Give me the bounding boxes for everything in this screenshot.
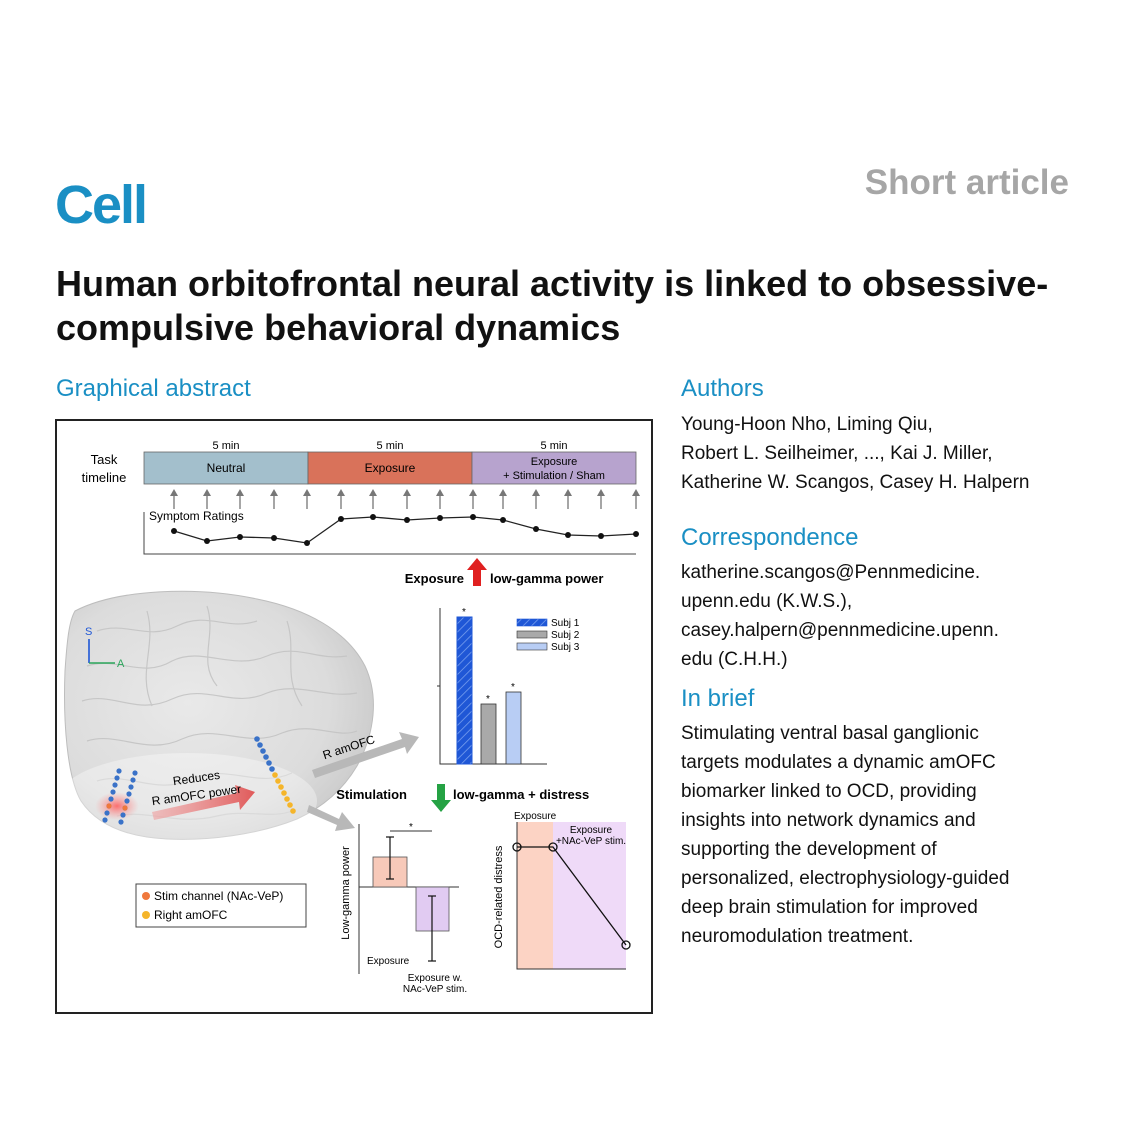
stim-glow bbox=[95, 792, 139, 820]
correspondence-line[interactable]: katherine.scangos@Pennmedicine. bbox=[681, 562, 981, 583]
distress-label-1: Exposure bbox=[514, 811, 557, 822]
authors-heading: Authors bbox=[681, 375, 764, 402]
stim-panel-title-right: low-gamma + distress bbox=[453, 787, 589, 802]
authors-line: Katherine W. Scangos, Casey H. Halpern bbox=[681, 472, 1030, 493]
in-brief-line: Stimulating ventral basal ganglionic bbox=[681, 723, 979, 744]
distress-point-1 bbox=[512, 842, 522, 852]
graphical-abstract-figure: Task timeline 5 min 5 min 5 min Neutral … bbox=[55, 419, 653, 1014]
distress-line bbox=[517, 846, 627, 946]
stim-bar-sig: * bbox=[409, 822, 413, 833]
timeline-label-2: timeline bbox=[82, 470, 127, 485]
legend-subj1-swatch bbox=[516, 618, 548, 627]
article-title: Human orbitofrontal neural activity is l… bbox=[56, 263, 1049, 348]
amofc-arrow-down bbox=[307, 805, 355, 831]
brain-cut-region bbox=[57, 753, 317, 849]
bar-subj1-sig: * bbox=[462, 607, 466, 618]
legend-amofc-dot bbox=[142, 911, 150, 919]
legend-subj2-label: Subj 2 bbox=[551, 630, 580, 641]
bar-subj2-sig: * bbox=[486, 694, 490, 705]
distress-axes bbox=[516, 822, 626, 970]
bar-subj3 bbox=[505, 691, 522, 765]
in-brief-heading: In brief bbox=[681, 685, 755, 712]
brain-gyri bbox=[81, 605, 358, 820]
legend-subj2-swatch bbox=[516, 630, 548, 639]
legend-subj3-label: Subj 3 bbox=[551, 642, 580, 653]
reduces-label-1: Reduces bbox=[172, 768, 221, 788]
legend-subj3-swatch bbox=[516, 642, 548, 651]
segment-label-exposure: Exposure bbox=[365, 461, 416, 475]
bar-subj2 bbox=[480, 703, 497, 765]
stim-bar-ylabel: Low-gamma power bbox=[340, 846, 352, 940]
symptom-rating-points bbox=[171, 514, 639, 546]
legend-subj1-label: Subj 1 bbox=[551, 618, 580, 629]
rating-arrows bbox=[170, 489, 640, 509]
in-brief-line: insights into network dynamics and bbox=[681, 810, 976, 831]
symptom-rating-axis bbox=[143, 512, 636, 555]
exposure-panel-title-right: low-gamma power bbox=[490, 571, 603, 586]
journal-logo: Cell bbox=[55, 175, 148, 235]
green-down-arrow-icon bbox=[431, 784, 451, 812]
segment-label-exposure-stim-2: + Stimulation / Sham bbox=[503, 470, 605, 482]
in-brief-line: neuromodulation treatment. bbox=[681, 926, 914, 947]
reduces-arrow bbox=[152, 785, 255, 820]
distress-exposure-region bbox=[517, 822, 553, 969]
brain-rendering bbox=[64, 590, 374, 840]
segment-duration-3: 5 min bbox=[541, 440, 568, 452]
distress-label-2b: +NAc-VeP stim. bbox=[556, 836, 626, 847]
stim-bar-label-1: Exposure bbox=[367, 956, 410, 967]
brain-legend-box bbox=[135, 883, 307, 928]
in-brief-line: supporting the development of bbox=[681, 839, 937, 860]
segment-duration-2: 5 min bbox=[377, 440, 404, 452]
stim-electrodes bbox=[102, 768, 138, 825]
exposure-panel-title-left: Exposure bbox=[405, 571, 464, 586]
segment-label-exposure-stim-1: Exposure bbox=[531, 456, 577, 468]
graphical-abstract-heading: Graphical abstract bbox=[56, 375, 251, 402]
distress-point-3 bbox=[621, 940, 631, 950]
stim-panel-title-left: Stimulation bbox=[336, 787, 407, 802]
legend-amofc-label: Right amOFC bbox=[154, 908, 228, 922]
red-up-arrow-icon bbox=[467, 558, 487, 586]
authors-line: Young-Hoon Nho, Liming Qiu, bbox=[681, 414, 933, 435]
legend-stim-label: Stim channel (NAc-VeP) bbox=[154, 889, 283, 903]
authors-list: Young-Hoon Nho, Liming Qiu, Robert L. Se… bbox=[681, 410, 1101, 497]
bar-subj1 bbox=[456, 616, 473, 765]
correspondence-heading: Correspondence bbox=[681, 524, 859, 551]
amofc-electrode bbox=[254, 736, 296, 814]
segment-duration-1: 5 min bbox=[213, 440, 240, 452]
in-brief-line: deep brain stimulation for improved bbox=[681, 897, 978, 918]
symptom-ratings-label: Symptom Ratings bbox=[149, 509, 244, 523]
timeline-segment-neutral bbox=[143, 451, 309, 485]
correspondence-emails[interactable]: katherine.scangos@Pennmedicine. upenn.ed… bbox=[681, 558, 1101, 674]
in-brief-text: Stimulating ventral basal ganglionic tar… bbox=[681, 719, 1091, 951]
stim-bar-label-2b: NAc-VeP stim. bbox=[403, 984, 467, 995]
timeline-segment-exposure-stim bbox=[471, 451, 637, 485]
timeline-segment-exposure bbox=[307, 451, 473, 485]
correspondence-line[interactable]: casey.halpern@pennmedicine.upenn. bbox=[681, 620, 999, 641]
distress-ylabel: OCD-related distress bbox=[493, 845, 505, 948]
correspondence-line[interactable]: edu (C.H.H.) bbox=[681, 649, 788, 670]
axis-s-label: S bbox=[85, 626, 92, 638]
timeline-label-1: Task bbox=[91, 452, 118, 467]
amofc-arrow-up bbox=[312, 732, 419, 778]
authors-line: Robert L. Seilheimer, ..., Kai J. Miller… bbox=[681, 443, 993, 464]
distress-point-2 bbox=[548, 842, 558, 852]
axis-a-label: A bbox=[117, 658, 125, 670]
distress-label-2a: Exposure bbox=[570, 825, 613, 836]
correspondence-line[interactable]: upenn.edu (K.W.S.), bbox=[681, 591, 853, 612]
in-brief-line: biomarker linked to OCD, providing bbox=[681, 781, 977, 802]
in-brief-line: personalized, electrophysiology-guided bbox=[681, 868, 1010, 889]
bar-subj3-sig: * bbox=[511, 682, 515, 693]
legend-stim-dot bbox=[142, 892, 150, 900]
stim-bar-label-2a: Exposure w. bbox=[408, 973, 462, 984]
article-type: Short article bbox=[864, 163, 1069, 202]
segment-label-neutral: Neutral bbox=[207, 461, 246, 475]
in-brief-line: targets modulates a dynamic amOFC bbox=[681, 752, 996, 773]
